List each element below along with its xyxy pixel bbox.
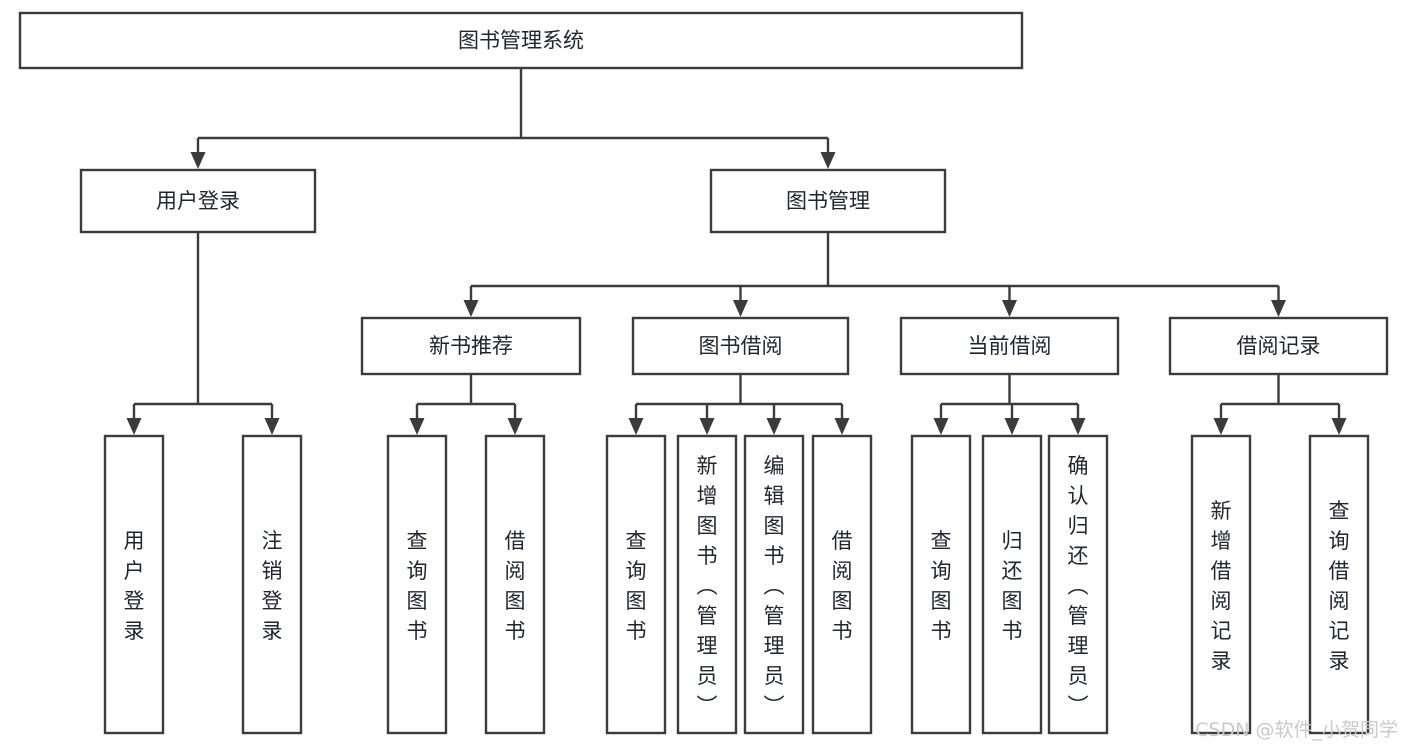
node-box <box>79 168 317 234</box>
node-label: 新增图书︵管理员︶ <box>697 454 718 718</box>
node-box <box>899 316 1120 376</box>
arrow-head-icon <box>820 152 836 169</box>
node-box <box>484 434 546 735</box>
arrow-head-icon <box>507 418 523 435</box>
arrow-head-icon <box>766 418 782 435</box>
connector-layer <box>126 68 1347 435</box>
node-label: 借阅图书 <box>832 529 853 643</box>
node-l2-current-borrow[interactable]: 当前借阅 <box>899 316 1120 376</box>
node-label: 当前借阅 <box>968 334 1052 358</box>
node-box <box>910 434 972 735</box>
node-box <box>386 434 448 735</box>
node-box <box>1168 316 1389 376</box>
node-leaf-bb-borrow[interactable]: 借阅图书 <box>811 434 873 735</box>
arrow-head-icon <box>1213 418 1229 435</box>
arrow-head-icon <box>733 300 748 317</box>
node-l2-borrow-record[interactable]: 借阅记录 <box>1168 316 1389 376</box>
node-label: 查询图书 <box>931 529 952 643</box>
node-label: 图书借阅 <box>699 334 783 358</box>
node-label: 归还图书 <box>1002 529 1023 643</box>
arrow-head-icon <box>933 418 949 435</box>
node-label: 借阅图书 <box>505 529 526 643</box>
node-label: 确认归还︵管理员︶ <box>1068 454 1089 718</box>
node-box <box>241 434 303 735</box>
node-leaf-cb-return[interactable]: 归还图书 <box>981 434 1043 735</box>
node-label: 用户登录 <box>156 189 240 213</box>
node-label: 新增借阅记录 <box>1211 499 1232 673</box>
csdn-watermark: CSDN @软件_小贺同学 <box>1195 719 1398 741</box>
node-box <box>18 11 1024 70</box>
node-leaf-logout[interactable]: 注销登录 <box>241 434 303 735</box>
arrow-head-icon <box>1002 300 1017 317</box>
arrow-head-icon <box>1070 418 1086 435</box>
node-box <box>811 434 873 735</box>
node-label: 编辑图书︵管理员︶ <box>764 454 785 718</box>
node-label: 查询图书 <box>626 529 647 643</box>
arrow-head-icon <box>1331 418 1347 435</box>
arrow-head-icon <box>264 418 280 435</box>
node-leaf-cb-confirm[interactable]: 确认归还︵管理员︶ <box>1047 434 1109 735</box>
node-leaf-br-add[interactable]: 新增借阅记录 <box>1190 434 1252 735</box>
node-leaf-cb-query[interactable]: 查询图书 <box>910 434 972 735</box>
arrow-head-icon <box>190 152 206 169</box>
node-leaf-bb-edit[interactable]: 编辑图书︵管理员︶ <box>743 434 805 735</box>
arrow-head-icon <box>126 418 142 435</box>
node-box <box>1190 434 1252 735</box>
node-box <box>631 316 850 376</box>
node-leaf-bb-add[interactable]: 新增图书︵管理员︶ <box>676 434 738 735</box>
node-l2-new-book-rec[interactable]: 新书推荐 <box>360 316 582 376</box>
node-label: 用户登录 <box>124 529 145 643</box>
node-box <box>676 434 738 735</box>
node-label: 查询借阅记录 <box>1329 499 1350 673</box>
node-l1-book-manage[interactable]: 图书管理 <box>709 168 947 234</box>
node-leaf-rec-query[interactable]: 查询图书 <box>386 434 448 735</box>
node-label: 注销登录 <box>262 529 283 643</box>
node-label: 借阅记录 <box>1237 334 1321 358</box>
arrow-head-icon <box>699 418 715 435</box>
arrow-head-icon <box>834 418 850 435</box>
node-label: 新书推荐 <box>429 334 513 358</box>
arrow-head-icon <box>1271 300 1286 317</box>
node-box <box>360 316 582 376</box>
arrow-head-icon <box>409 418 425 435</box>
node-label: 图书管理系统 <box>458 29 584 53</box>
node-label: 图书管理 <box>786 189 870 213</box>
node-leaf-rec-borrow[interactable]: 借阅图书 <box>484 434 546 735</box>
arrow-head-icon <box>1004 418 1020 435</box>
node-box <box>1047 434 1109 735</box>
node-l2-book-borrow[interactable]: 图书借阅 <box>631 316 850 376</box>
node-box <box>605 434 667 735</box>
node-root[interactable]: 图书管理系统 <box>18 11 1024 70</box>
node-layer: 图书管理系统用户登录图书管理新书推荐图书借阅当前借阅借阅记录用户登录注销登录查询… <box>18 11 1389 735</box>
node-box <box>1308 434 1370 735</box>
arrow-head-icon <box>628 418 644 435</box>
node-box <box>103 434 165 735</box>
node-box <box>743 434 805 735</box>
node-box <box>709 168 947 234</box>
node-label: 查询图书 <box>407 529 428 643</box>
node-leaf-br-query[interactable]: 查询借阅记录 <box>1308 434 1370 735</box>
node-leaf-bb-query[interactable]: 查询图书 <box>605 434 667 735</box>
node-l1-user-login[interactable]: 用户登录 <box>79 168 317 234</box>
node-leaf-user-login[interactable]: 用户登录 <box>103 434 165 735</box>
node-box <box>981 434 1043 735</box>
arrow-head-icon <box>463 300 479 317</box>
